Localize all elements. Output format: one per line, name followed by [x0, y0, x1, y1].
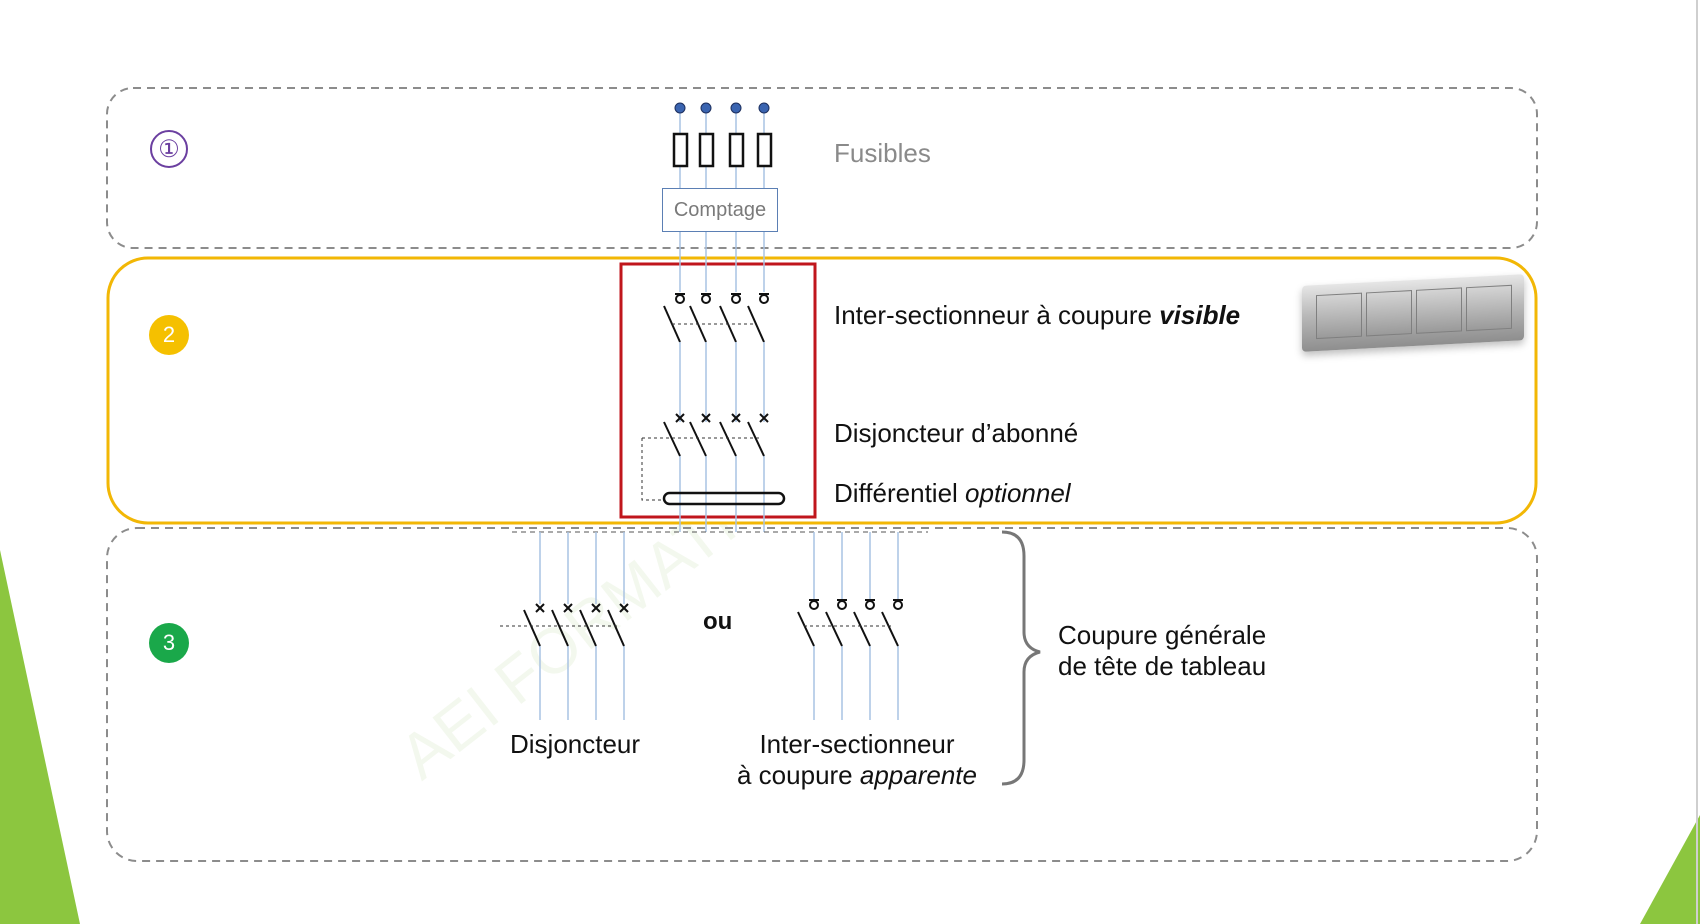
disjoncteur-label: Disjoncteur	[510, 729, 641, 759]
coupure-generale-line2: de tête de tableau	[1058, 651, 1267, 682]
zone-1-number: ①	[150, 130, 188, 168]
disjoncteur-abonne-symbol	[663, 413, 769, 457]
terminal-3	[730, 102, 742, 114]
inter-sectionneur-apparente-line2: à coupure apparente	[722, 760, 992, 791]
zone-2-number-text: 2	[162, 322, 176, 347]
zone-3-number: 3	[149, 623, 189, 663]
fuse-2	[698, 132, 715, 168]
differentiel-text: Différentiel	[834, 478, 966, 508]
differentiel-symbol	[662, 491, 786, 506]
inter-sectionneur-visible-text: Inter-sectionneur à coupure	[834, 300, 1160, 330]
disjoncteur-abonne-label: Disjoncteur d’abonné	[834, 418, 1079, 448]
comptage-box: Comptage	[662, 188, 778, 232]
zone-3-box	[106, 527, 1538, 862]
terminal-1	[674, 102, 686, 114]
coupure-generale-line1: Coupure générale	[1058, 620, 1267, 650]
fuse-4	[756, 132, 773, 168]
comptage-label: Comptage	[673, 198, 767, 221]
zone-1-box	[106, 87, 1538, 249]
coupure-generale-label: Coupure générale de tête de tableau	[1058, 620, 1266, 682]
inter-sectionneur-apparente-label: Inter-sectionneur à coupure apparente	[722, 729, 992, 791]
curly-brace	[1001, 530, 1041, 786]
green-accent-left	[0, 550, 80, 924]
differential-link	[641, 438, 664, 501]
zone-3-left-wiring	[539, 532, 625, 720]
zone-2-number: 2	[149, 315, 189, 355]
zone-1-number-text: ①	[158, 135, 180, 163]
zone-2-box	[106, 256, 1538, 525]
disjoncteur-symbol	[523, 603, 629, 647]
zone-3-number-text: 3	[162, 630, 176, 655]
terminal-2	[700, 102, 712, 114]
fuse-1	[672, 132, 689, 168]
fuse-3	[728, 132, 745, 168]
inter-sectionneur-apparente-emphasis: apparente	[859, 760, 977, 791]
terminal-4	[758, 102, 770, 114]
inter-sectionneur-apparente-line2-text: à coupure	[737, 760, 860, 791]
differentiel-label: Différentiel optionnel	[834, 478, 1071, 509]
red-frame	[619, 262, 817, 519]
supply-terminals	[674, 102, 770, 114]
inter-sectionneur-apparente-line1: Inter-sectionneur	[759, 729, 955, 759]
fusibles-label: Fusibles	[834, 138, 931, 168]
inter-sectionneur-photo	[1302, 274, 1524, 352]
inter-sectionneur-visible-symbol	[663, 293, 769, 343]
zone-3-right-wiring	[813, 532, 899, 720]
ou-label: ou	[703, 608, 733, 635]
inter-sectionneur-visible-emphasis: visible	[1159, 300, 1241, 330]
fuses	[672, 132, 773, 168]
green-accent-right	[1640, 815, 1700, 924]
differentiel-emphasis: optionnel	[965, 478, 1071, 508]
inter-sectionneur-visible-label: Inter-sectionneur à coupure visible	[834, 300, 1240, 331]
inter-sectionneur-apparente-symbol	[797, 599, 903, 647]
